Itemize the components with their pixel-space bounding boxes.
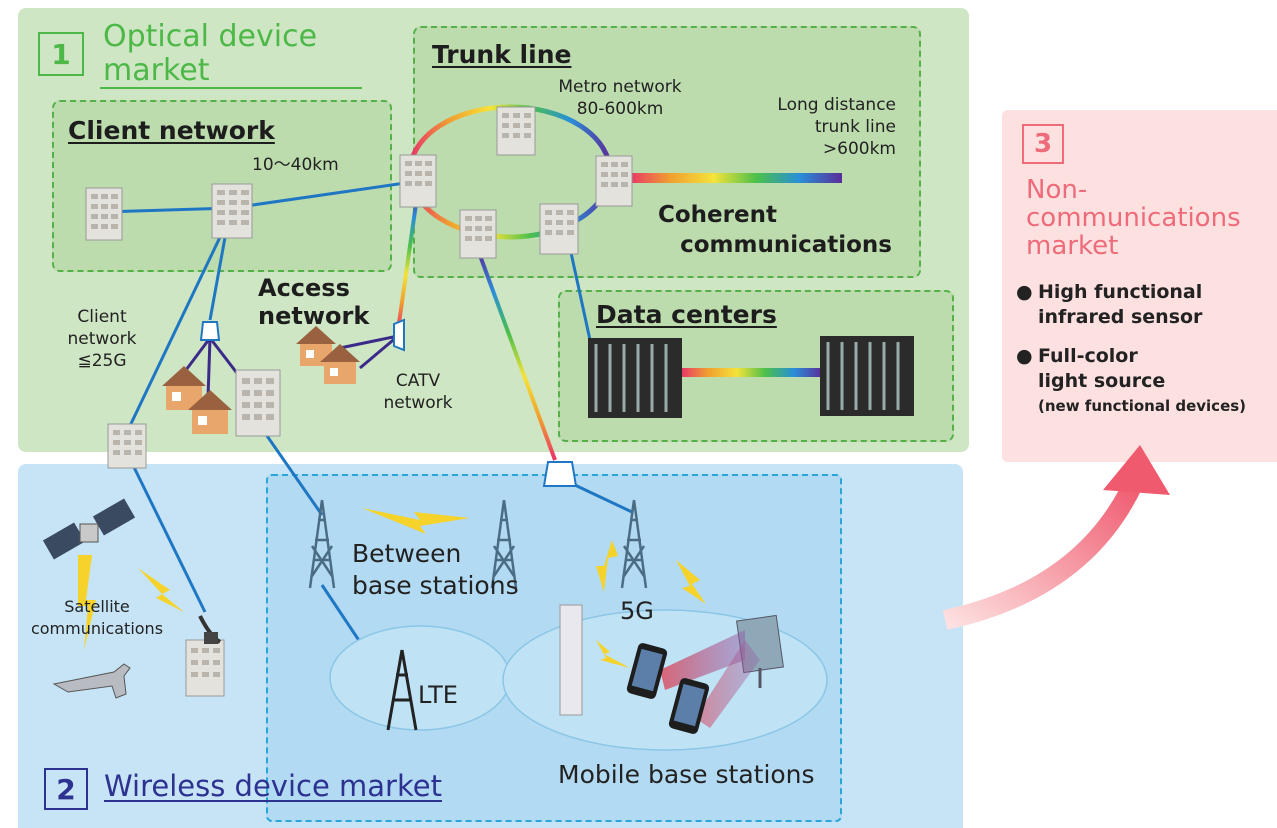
- mobile-fiber: [476, 249, 557, 461]
- bullet-full-color-light: ● Full-color light source (new functiona…: [1016, 344, 1274, 419]
- coherent-communications-label: Coherent communications: [638, 200, 892, 260]
- market-expansion-arrow: [942, 475, 1145, 630]
- client-speed-line3: ≦25G: [77, 351, 127, 371]
- optical-title-line1: Optical device: [103, 19, 318, 54]
- mobile-base-stations-label: Mobile base stations: [558, 760, 815, 789]
- house-icons: [162, 326, 360, 434]
- bullet-icon: ●: [1016, 281, 1033, 303]
- metro-line2: 80-600km: [576, 99, 664, 119]
- catv-line1: CATV: [395, 371, 441, 391]
- catv-network-label: CATV network: [368, 370, 468, 414]
- satellite-line1: Satellite: [64, 597, 130, 616]
- long-line1: Long distance: [777, 95, 896, 115]
- satellite-communications-label: Satellite communications: [2, 596, 192, 640]
- metro-network-label: Metro network 80-600km: [530, 76, 710, 120]
- beam-to-phone-1: [660, 630, 745, 690]
- coherent-line2: communications: [680, 232, 892, 258]
- smartphone-icons: [626, 643, 710, 734]
- long-distance-label: Long distance trunk line >600km: [716, 94, 896, 160]
- wireless-market-title: Wireless device market: [104, 769, 442, 803]
- wireless-market-number: 2: [44, 768, 88, 810]
- arrow-head: [1103, 445, 1170, 495]
- catv-line2: network: [383, 393, 453, 413]
- lte-label: LTE: [418, 681, 458, 709]
- satellite-dish-icon: [198, 615, 222, 644]
- wireless-signal-bolts: [78, 508, 706, 668]
- between-line2: base stations: [352, 571, 519, 600]
- noncomm-title-line2: communications: [1026, 203, 1241, 233]
- client-network-distance: 10〜40km: [252, 155, 339, 175]
- server-rack-icons: [588, 336, 914, 418]
- coherent-line1: Coherent: [658, 202, 777, 228]
- trunk-line-title: Trunk line: [432, 40, 572, 69]
- long-line2: trunk line: [814, 117, 896, 137]
- metro-line1: Metro network: [558, 77, 682, 97]
- bullet2-line1: Full-color: [1038, 345, 1138, 367]
- noncomm-market-title: Non- communications market: [1026, 176, 1241, 260]
- mobile-splitter: [542, 461, 578, 487]
- data-centers-title: Data centers: [596, 300, 777, 329]
- bullet-icon: ●: [1016, 345, 1033, 367]
- bullet2-line2: light source: [1038, 370, 1166, 392]
- access-splitter: [199, 321, 221, 341]
- access-line2: network: [258, 302, 370, 330]
- lte-tower-icon: [386, 649, 418, 731]
- optical-market-number: 1: [38, 32, 84, 76]
- long-distance-trunk-line: [628, 173, 842, 183]
- beam-to-phone-2: [695, 640, 760, 728]
- long-line3: >600km: [822, 139, 896, 159]
- building-icons: [85, 106, 633, 697]
- bullet-infrared-sensor: ● High functional infrared sensor: [1016, 280, 1274, 330]
- bullet1-line2: infrared sensor: [1038, 306, 1203, 328]
- optical-title-line2: market: [103, 53, 210, 88]
- access-line1: Access: [258, 274, 350, 302]
- bullet1-line1: High functional: [1038, 281, 1203, 303]
- noncomm-title-line1: Non-: [1026, 175, 1088, 205]
- client-network-speed-label: Client network ≦25G: [60, 306, 144, 372]
- noncomm-bullets: ● High functional infrared sensor ● Full…: [1016, 280, 1274, 419]
- catv-fiber: [396, 189, 420, 331]
- bullet2-line3: (new functional devices): [1038, 397, 1247, 415]
- access-network-label: Access network: [258, 274, 369, 330]
- data-center-link: [680, 368, 822, 377]
- tower-icons: [308, 499, 648, 589]
- noncomm-title-line3: market: [1026, 231, 1119, 261]
- between-base-stations-label: Between base stations: [352, 538, 519, 602]
- client-network-title: Client network: [68, 116, 275, 145]
- 5g-label: 5G: [620, 597, 654, 625]
- non-communications-market-panel: [1002, 110, 1277, 462]
- optical-market-title: Optical device market: [103, 20, 317, 88]
- satellite-line2: communications: [30, 619, 164, 638]
- noncomm-market-number: 3: [1022, 124, 1064, 164]
- airplane-icon: [52, 663, 131, 699]
- 5g-small-cell-icon: [559, 604, 583, 716]
- access-drops: [178, 334, 399, 399]
- client-speed-line1: Client: [77, 307, 127, 327]
- client-speed-line2: network: [67, 329, 137, 349]
- catv-splitter: [393, 318, 405, 352]
- lte-coverage: [329, 625, 511, 731]
- satellite-icon: [42, 498, 136, 560]
- between-line1: Between: [352, 539, 462, 568]
